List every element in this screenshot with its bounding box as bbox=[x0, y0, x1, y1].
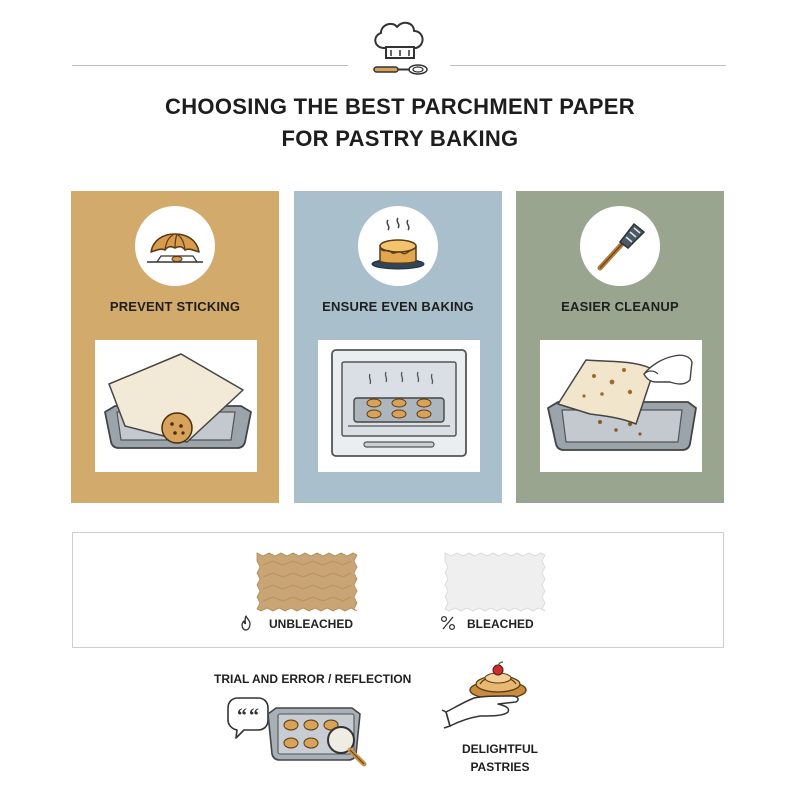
spatula-icon bbox=[580, 206, 660, 286]
chef-hat-whisk-icon bbox=[362, 14, 438, 80]
parchment-on-tray-illustration bbox=[95, 340, 257, 472]
svg-text:“: “ bbox=[237, 705, 247, 727]
panel-label-easier-cleanup: EASIER CLEANUP bbox=[561, 299, 679, 314]
unbleached-paper-swatch bbox=[255, 551, 359, 613]
panel-even-baking: ENSURE EVEN BAKING bbox=[294, 191, 502, 503]
oven-illustration bbox=[318, 340, 480, 472]
reflection-label: TRIAL AND ERROR / REFLECTION bbox=[214, 672, 412, 686]
svg-text:“: “ bbox=[249, 705, 259, 727]
panel-prevent-sticking: PREVENT STICKING bbox=[71, 191, 279, 503]
croissant-icon bbox=[135, 206, 215, 286]
pastries-label: PASTRIES bbox=[470, 760, 530, 774]
reflection-illustration: “ “ bbox=[224, 692, 376, 772]
header-divider-left bbox=[72, 65, 348, 66]
bleached-paper-swatch bbox=[443, 551, 547, 613]
panel-label-prevent-sticking: PREVENT STICKING bbox=[109, 299, 241, 314]
peeling-paper-illustration bbox=[540, 340, 702, 472]
paper-type-comparison: UNBLEACHED BLEACHED bbox=[72, 532, 724, 648]
speech-bubble-quote-icon: “ “ bbox=[227, 697, 269, 739]
hand-holding-pastry-icon bbox=[440, 656, 540, 734]
flame-icon bbox=[237, 614, 255, 632]
page-title-line-1: CHOOSING THE BEST PARCHMENT PAPER bbox=[165, 94, 635, 119]
page-title-line-2: FOR PASTRY BAKING bbox=[281, 126, 519, 151]
panel-easier-cleanup: EASIER CLEANUP bbox=[516, 191, 724, 503]
unbleached-label: UNBLEACHED bbox=[269, 617, 353, 631]
panel-label-even-baking: ENSURE EVEN BAKING bbox=[322, 299, 474, 314]
delightful-label: DELIGHTFUL bbox=[462, 742, 538, 756]
bleached-label: BLEACHED bbox=[467, 617, 534, 631]
percent-icon bbox=[439, 614, 457, 632]
header-divider-right bbox=[450, 65, 726, 66]
cake-icon bbox=[358, 206, 438, 286]
